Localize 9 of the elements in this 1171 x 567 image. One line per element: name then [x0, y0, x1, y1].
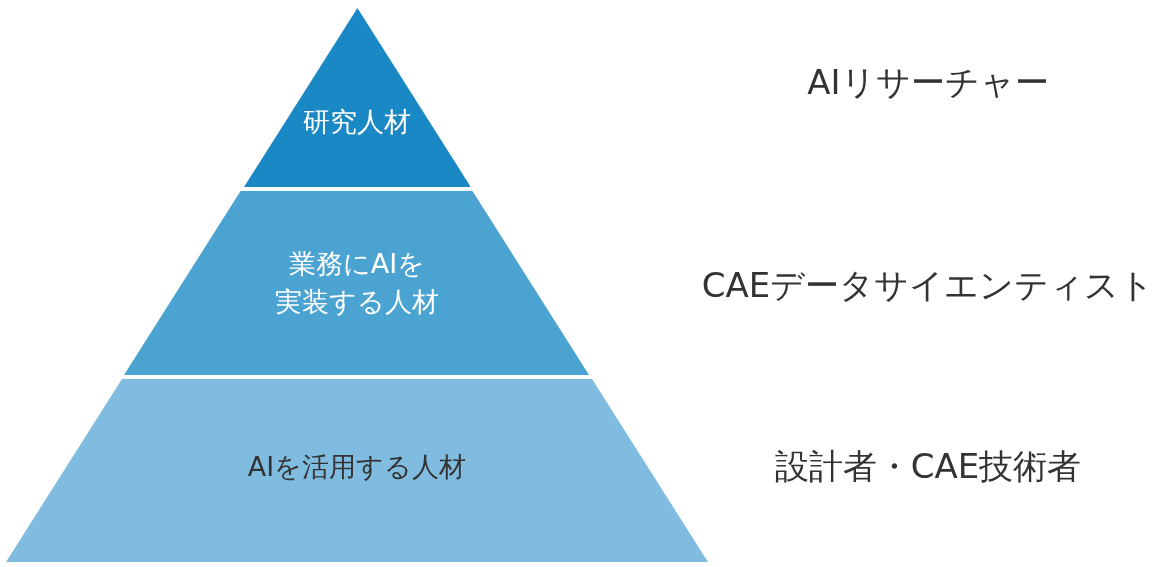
- role-label: CAEデータサイエンティスト: [701, 264, 1155, 306]
- pyramid-tier: [124, 191, 590, 375]
- tier-label: 業務にAIを実装する人材: [274, 247, 440, 319]
- pyramid-tier: [243, 8, 471, 187]
- pyramid-tier: [6, 379, 708, 562]
- role-label: AIリサーチャー: [807, 61, 1049, 103]
- tier-label: AIを活用する人材: [247, 450, 467, 485]
- tier-label: 研究人材: [303, 105, 411, 140]
- role-label: 設計者・CAE技術者: [774, 445, 1082, 487]
